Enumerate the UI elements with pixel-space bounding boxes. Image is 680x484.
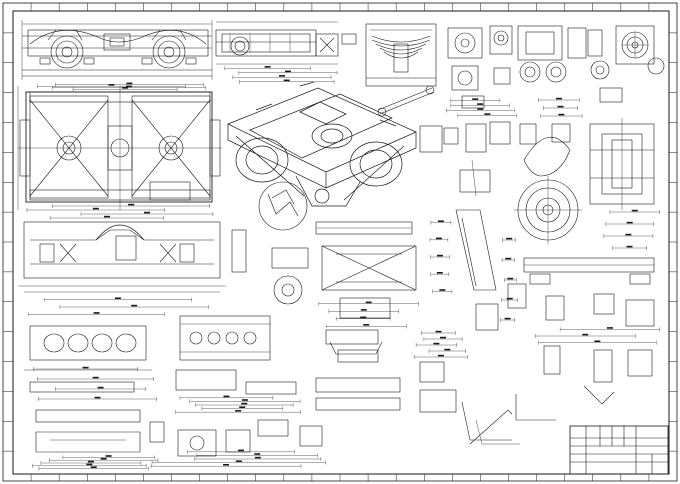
dimension-value-mark	[241, 399, 248, 401]
cross-member-view	[321, 245, 417, 363]
axlebox-section-views	[419, 121, 571, 197]
axle-link-view	[377, 85, 435, 117]
dimension-value-mark	[558, 113, 565, 116]
dimension-value-mark	[435, 237, 442, 240]
dimension-value-mark	[626, 245, 633, 248]
side-frame-elevation-view	[18, 221, 226, 293]
frame-tick-marks	[3, 3, 677, 481]
dimension-value-mark	[626, 221, 633, 224]
dimension-value-mark	[363, 324, 370, 326]
dimension-value-mark	[103, 215, 110, 218]
bracket-detail-views	[231, 221, 413, 305]
dimension-value-mark	[436, 272, 443, 274]
dimension-value-mark	[86, 463, 93, 466]
dimension-value-mark	[264, 66, 271, 68]
dimension-value-mark	[94, 396, 101, 399]
long-plate-views	[35, 409, 323, 457]
dimension-value-mark	[477, 108, 484, 110]
dimension-value-mark	[254, 456, 261, 459]
wheelset-section-view	[589, 118, 655, 210]
dimension-value-mark	[507, 277, 514, 280]
dimension-value-mark	[126, 82, 133, 85]
title-block	[569, 425, 669, 475]
dimension-value-mark	[100, 458, 107, 460]
dimension-value-mark	[360, 309, 367, 311]
dimension-value-mark	[365, 301, 372, 304]
dimension-value-mark	[435, 330, 442, 333]
leaf-spring-view	[365, 23, 437, 87]
dimension-value-mark	[87, 460, 94, 463]
dimension-value-mark	[283, 79, 290, 82]
dimension-value-mark	[125, 85, 132, 88]
bogie-plan-view	[17, 86, 222, 210]
dimension-value-mark	[594, 340, 601, 343]
dimension-value-mark	[105, 455, 112, 457]
dimension-value-mark	[90, 466, 97, 468]
dimension-value-mark	[143, 211, 150, 214]
dimension-value-mark	[472, 98, 479, 100]
dimension-value-mark	[439, 289, 446, 291]
dimension-value-mark	[92, 376, 99, 379]
side-frame-section-view	[215, 21, 357, 65]
dimension-value-mark	[131, 304, 138, 307]
bottom-member-views	[315, 341, 520, 445]
dimension-value-mark	[128, 203, 135, 206]
dimension-value-mark	[437, 220, 444, 222]
dimension-value-mark	[436, 254, 443, 257]
detail-callout-view	[258, 181, 308, 231]
dimension-value-mark	[506, 297, 513, 300]
dimension-value-mark	[235, 410, 242, 412]
dimension-value-mark	[504, 317, 511, 320]
small-parts-right	[515, 293, 655, 421]
dimension-value-mark	[606, 327, 613, 329]
brake-beam-view	[455, 209, 527, 331]
dimension-value-mark	[284, 70, 291, 73]
bogie-isometric-view	[227, 81, 417, 207]
dimension-value-mark	[477, 103, 484, 105]
bogie-side-elevation-view	[21, 20, 213, 80]
dimension-value-mark	[223, 464, 230, 466]
longitudinal-bar-view	[523, 257, 655, 285]
dimension-lines	[26, 66, 660, 471]
dimension-value-mark	[278, 75, 285, 77]
dimension-value-mark	[506, 237, 513, 240]
dimension-value-mark	[631, 209, 638, 212]
dimension-value-mark	[122, 87, 129, 89]
dimension-value-mark	[439, 336, 446, 339]
dimension-value-mark	[444, 348, 451, 351]
bolster-view	[24, 325, 152, 393]
dimension-value-mark	[238, 449, 245, 452]
dimension-value-mark	[235, 460, 242, 462]
dimension-value-mark	[505, 257, 512, 260]
dimension-value-mark	[555, 97, 562, 100]
dimension-value-mark	[93, 312, 100, 314]
dimension-value-mark	[254, 453, 261, 455]
dimension-value-mark	[108, 84, 115, 86]
wheel-disc-view	[514, 136, 582, 244]
dimension-value-mark	[625, 233, 632, 236]
bolster-plate-view	[175, 315, 297, 395]
dimension-value-mark	[557, 105, 564, 108]
dimension-value-mark	[484, 113, 491, 115]
dimension-value-mark	[97, 386, 104, 389]
dimension-value-mark	[433, 342, 440, 345]
dimension-value-mark	[239, 406, 246, 408]
dimension-value-mark	[360, 316, 367, 319]
dimension-value-mark	[92, 207, 99, 210]
dimension-value-mark	[241, 402, 248, 405]
dimension-value-mark	[437, 354, 444, 357]
dimension-value-mark	[582, 333, 589, 336]
dimension-value-mark	[223, 395, 230, 398]
dimension-value-mark	[82, 366, 89, 369]
small-detail-views-top-right	[447, 25, 665, 109]
dimension-value-mark	[114, 297, 121, 300]
